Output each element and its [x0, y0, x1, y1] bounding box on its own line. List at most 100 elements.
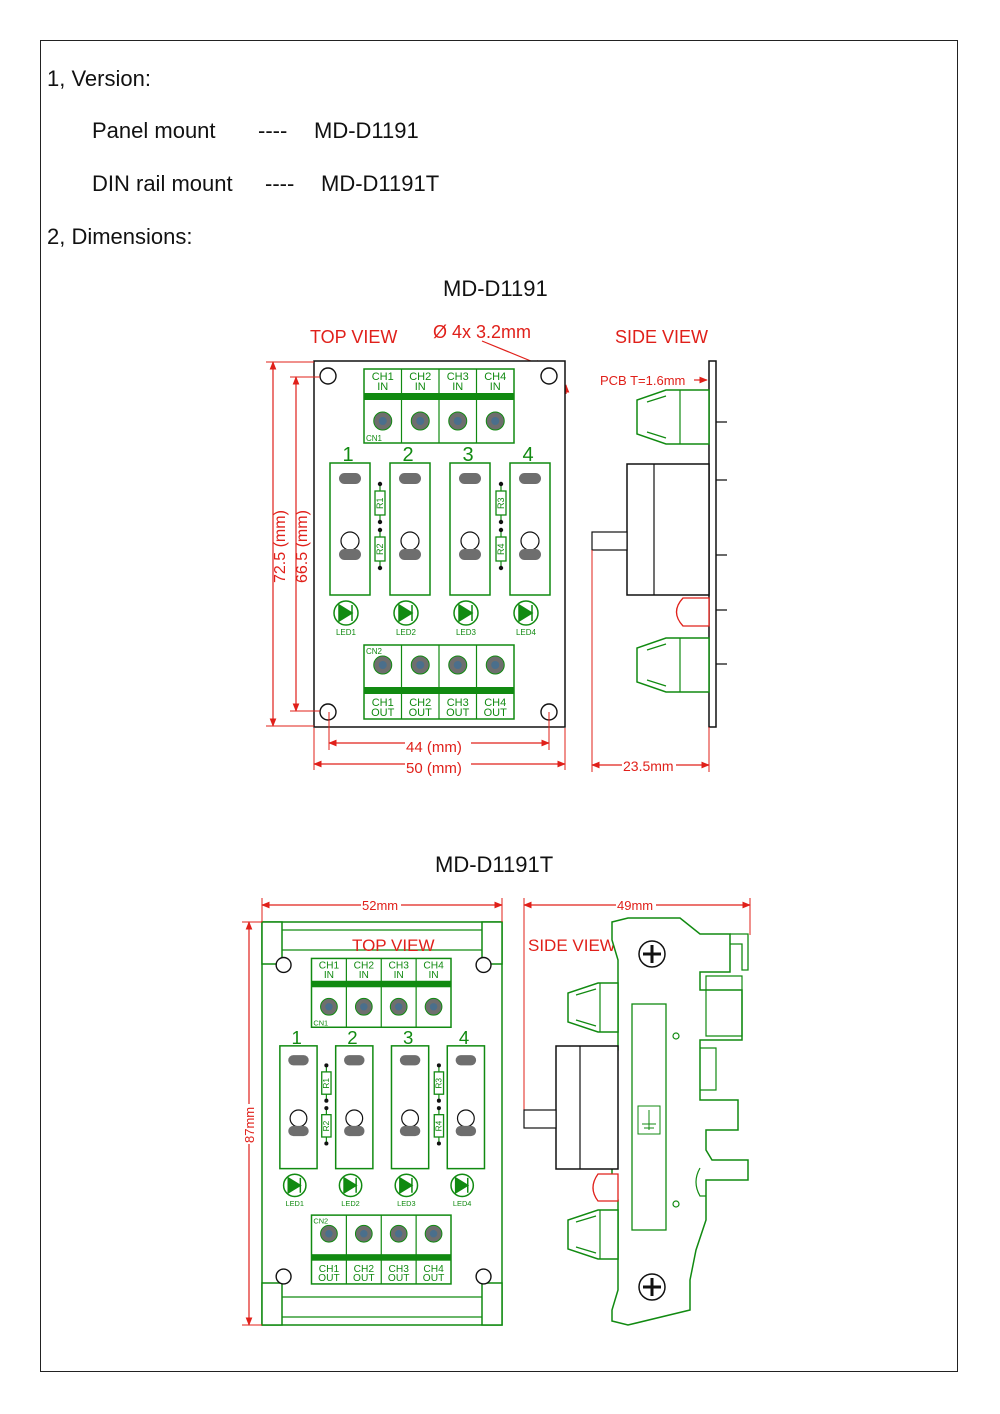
terminal-in-label-1: CH1: [319, 961, 340, 972]
resistor-label-3: R3: [434, 1078, 444, 1089]
fig2-board: CH1INCH2INCH3INCH4INCN11LED12LED23LED34L…: [275, 956, 492, 1285]
fig2-side-terminal-bottom: [567, 1209, 619, 1260]
relay-button: [520, 531, 540, 551]
channel-number-4: 4: [522, 444, 533, 466]
mounting-hole: [475, 956, 492, 974]
relay-pin: [344, 1055, 365, 1066]
fig2-top-view: TOP VIEW CH1INCH2INCH3INCH4INCN11LED12LE…: [242, 898, 503, 1326]
terminal-in-sub-2: IN: [359, 970, 369, 981]
led-label-3: LED3: [456, 628, 477, 637]
fig1-top-view: TOP VIEW Ø 4x 3.2mm CH1INCH2INCH3INCH4IN…: [266, 322, 570, 777]
relay-pin: [399, 1125, 421, 1137]
fig2-side-led: [592, 1173, 619, 1202]
terminal-out-label-2: CH2: [354, 1264, 375, 1275]
fig2-dim-height: 87mm: [242, 1107, 257, 1143]
relay-4: [509, 462, 551, 596]
terminal-in-label-3: CH3: [447, 371, 469, 383]
relay-pin: [459, 549, 481, 560]
terminal-in-label-3: CH3: [388, 961, 409, 972]
channel-number-1: 1: [291, 1027, 301, 1048]
resistor-3: [433, 1071, 445, 1095]
resistor-2: [374, 536, 386, 562]
dimensions-heading: 2, Dimensions:: [47, 224, 193, 249]
relay-2: [334, 1045, 374, 1170]
resistor-4: [495, 536, 507, 562]
resistor-1: [321, 1071, 332, 1095]
cn2-label: CN2: [313, 1216, 328, 1225]
version-panel-model: MD-D1191: [314, 118, 419, 143]
channel-number-3: 3: [462, 444, 473, 466]
terminal-out-label-4: CH4: [423, 1264, 444, 1275]
terminal-in-sub-3: IN: [394, 970, 404, 981]
terminal-in-sub-4: IN: [490, 381, 501, 393]
relay-1: [329, 462, 371, 596]
relay-pin: [399, 549, 421, 560]
fig1-dim-side-depth: 23.5mm: [623, 758, 674, 774]
relay-pin: [344, 1125, 365, 1137]
relay-3: [390, 1045, 430, 1170]
relay-pin: [339, 549, 361, 560]
relay-button: [460, 531, 480, 551]
version-din-model: MD-D1191T: [321, 171, 440, 196]
version-din-label: DIN rail mount: [92, 171, 233, 196]
fig2-side-relay: [555, 1045, 619, 1170]
relay-button: [289, 1109, 308, 1128]
channel-number-2: 2: [347, 1027, 357, 1048]
fig1-side-terminal-bottom: [636, 637, 710, 693]
terminal-out-label-1: CH1: [372, 697, 394, 709]
terminal-out-sub-3: OUT: [446, 707, 470, 719]
led-label-2: LED2: [341, 1199, 360, 1208]
terminal-in-label-4: CH4: [423, 961, 444, 972]
fig1-side-led: [675, 597, 710, 627]
terminal-out-sub-1: OUT: [318, 1273, 340, 1284]
fig1-side-relay: [626, 463, 710, 596]
mounting-hole: [319, 367, 337, 385]
terminal-in-label-2: CH2: [354, 961, 375, 972]
version-panel-label: Panel mount: [92, 118, 216, 143]
led-label-4: LED4: [516, 628, 537, 637]
resistor-label-2: R2: [375, 543, 385, 555]
resistor-label-4: R4: [496, 543, 506, 555]
channel-number-4: 4: [459, 1027, 469, 1048]
terminal-out-label-1: CH1: [319, 1264, 340, 1275]
relay-pin: [519, 473, 541, 484]
relay-button: [345, 1109, 364, 1128]
relay-pin: [339, 473, 361, 484]
relay-pin: [455, 1125, 477, 1137]
relay-1: [279, 1045, 318, 1170]
relay-pin: [459, 473, 481, 484]
cn1-label: CN1: [366, 434, 383, 443]
cn1-label: CN1: [313, 1018, 328, 1027]
mounting-hole: [540, 367, 558, 385]
terminal-out-sub-4: OUT: [484, 707, 508, 719]
relay-button: [456, 1109, 475, 1128]
terminal-in-label-1: CH1: [372, 371, 394, 383]
fig1-top-view-label: TOP VIEW: [310, 327, 397, 347]
mounting-hole: [275, 1268, 292, 1285]
resistor-2: [321, 1114, 332, 1138]
mounting-hole: [319, 703, 337, 721]
led-label-4: LED4: [453, 1199, 472, 1208]
terminal-out-label-2: CH2: [409, 697, 431, 709]
mounting-hole: [275, 956, 292, 974]
version-panel-sep: ----: [258, 118, 288, 143]
fig1-dim-height-outer: 72.5 (mm): [272, 510, 289, 583]
led-label-3: LED3: [397, 1199, 416, 1208]
relay-pin: [399, 473, 421, 484]
fig1-board: CH1INCH2INCH3INCH4INCN11LED12LED23LED34L…: [319, 367, 558, 721]
resistor-label-2: R2: [321, 1120, 331, 1131]
fig2-dim-depth: 49mm: [617, 898, 653, 913]
terminal-in-sub-1: IN: [324, 970, 334, 981]
led-label-1: LED1: [286, 1199, 305, 1208]
resistor-4: [433, 1114, 445, 1138]
terminal-in-label-2: CH2: [409, 371, 431, 383]
relay-pin: [455, 1055, 477, 1066]
resistor-label-3: R3: [496, 497, 506, 509]
version-heading: 1, Version:: [47, 66, 151, 91]
resistor-label-4: R4: [434, 1120, 444, 1131]
led-label-1: LED1: [336, 628, 357, 637]
fig1-dim-width-inner: 44 (mm): [406, 739, 462, 756]
relay-3: [449, 462, 491, 596]
fig1-side-view-label: SIDE VIEW: [615, 327, 708, 347]
terminal-out-sub-3: OUT: [388, 1273, 410, 1284]
